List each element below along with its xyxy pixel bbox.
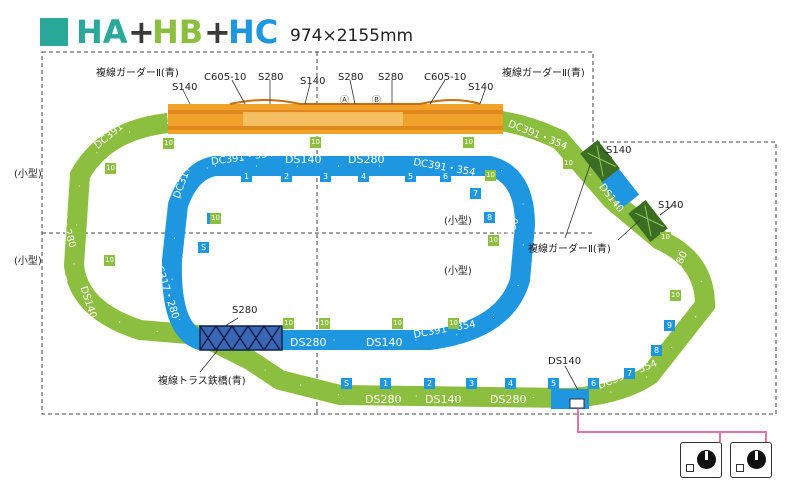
direction-switch[interactable] [686,464,694,472]
pier-marker-10: 10 [310,137,321,148]
pier-marker: 4 [505,378,516,389]
mark-b-text: Ⓑ [372,95,381,106]
bottom-ds280-a-label: DS280 [365,393,402,406]
title-ha: HA [76,13,128,51]
inner-loop [161,156,536,350]
pier-marker: 7 [624,368,635,379]
pier-marker: 1 [380,378,391,389]
pier-marker: 4 [358,171,369,182]
pier-marker-10: 10 [448,318,459,329]
pier-marker: 5 [405,171,416,182]
truss-bridge [199,324,283,352]
girder-right-b [628,200,668,242]
pier-marker: 6 [588,378,599,389]
ds140-feeder-label: DS140 [548,356,582,367]
pier-marker: 7 [470,188,481,199]
controller-dial[interactable] [697,450,716,469]
truss-bridge-label: 複線トラス鉄橋(青) [158,376,246,387]
title-hc: HC [228,13,279,51]
elevated-section [168,99,503,134]
small-left-1-label: (小型) [14,169,42,180]
title-hb: HB [152,13,204,51]
pier-marker: S [341,378,352,389]
bottom-ds140-label: DS140 [425,393,462,406]
bottom-ds280-label: DS280 [290,336,327,349]
girder-right-a [580,140,620,182]
c605-right-label: C605-10 [424,72,467,83]
girder-left-label: 複線ガーダーⅡ(青) [96,68,179,79]
pier-marker: S [198,242,209,253]
mark-a-text: Ⓐ [340,95,349,106]
top-ds140-label: DS140 [285,153,322,166]
controller-right[interactable] [730,442,772,478]
power-wire [577,408,767,442]
controller-left[interactable] [680,442,722,478]
s280-top-mid-label: S280 [338,72,364,83]
s140-top-right-label: S140 [468,82,494,93]
girder-right-top-label: 複線ガーダーⅡ(青) [502,68,585,79]
title-plus-2: + [204,13,231,51]
pier-marker-10: 10 [660,232,671,243]
girder-right-mid-label: 複線ガーダーⅡ(青) [528,244,611,255]
pier-marker-10: 10 [463,137,474,148]
s280-top-right-label: S280 [378,72,404,83]
small-inner-2-label: (小型) [444,266,472,277]
feeder-connector [569,398,585,409]
pier-marker: 9 [664,320,675,331]
pier-marker-10: 10 [104,255,115,266]
pier-marker-10: 10 [488,235,499,246]
pier-marker-10: 10 [105,163,116,174]
pier-marker: 8 [484,212,495,223]
c605-left-label: C605-10 [204,72,247,83]
pier-marker-10: 10 [563,158,574,169]
bottom-ds140-label: DS140 [366,336,403,349]
s140-top-mid-label: S140 [300,76,326,87]
s280-top-left-label: S280 [258,72,284,83]
pier-marker: 3 [320,171,331,182]
direction-switch[interactable] [736,464,744,472]
outer-loop [63,110,716,409]
controller-dial[interactable] [747,450,766,469]
right-ds140-track [600,167,640,209]
pier-marker-10: 10 [485,170,496,181]
pier-marker-10: 10 [283,318,294,329]
board-outline [41,51,777,415]
leader-lines [182,79,673,391]
small-inner-1-label: (小型) [444,216,472,227]
layout-dimensions: 974×2155mm [290,26,414,46]
pier-marker-10: 10 [392,318,403,329]
s140-top-left-label: S140 [172,82,198,93]
pier-marker: 6 [440,171,451,182]
pier-marker-10: 10 [163,138,174,149]
bottom-ds280-b-label: DS280 [490,393,527,406]
pier-marker-10: 10 [319,318,330,329]
top-ds280-label: DS280 [348,153,385,166]
pier-marker: 5 [548,378,559,389]
pier-marker: 8 [651,345,662,356]
pier-marker: 3 [466,378,477,389]
s140-right-a-label: S140 [606,145,632,156]
s280-bridge-label: S280 [232,305,258,316]
pier-marker: 2 [424,378,435,389]
pier-marker-10: 10 [210,213,221,224]
s140-right-b-label: S140 [658,200,684,211]
pier-marker: 2 [281,171,292,182]
pier-marker: 1 [241,171,252,182]
plan-marker-square [40,18,68,46]
small-left-2-label: (小型) [14,256,42,267]
title-plus-1: + [128,13,155,51]
pier-marker-10: 10 [670,290,681,301]
